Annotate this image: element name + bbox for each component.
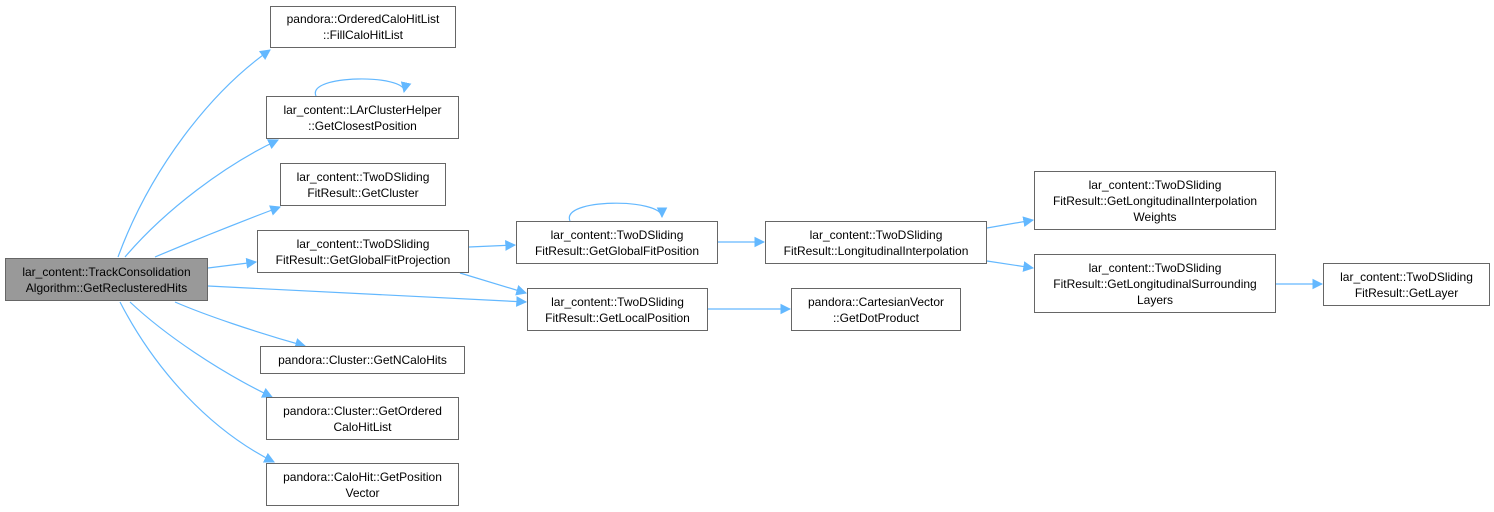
node-n5-line1: lar_content::TwoDSliding <box>550 227 684 242</box>
node-twodsliding-getlayer[interactable]: lar_content::TwoDSliding FitResult::GetL… <box>1323 263 1490 306</box>
node-n6-line2: FitResult::LongitudinalInterpolation <box>783 243 969 258</box>
node-n14-line1: pandora::CaloHit::GetPosition <box>283 469 442 484</box>
node-twodsliding-getlocalposition[interactable]: lar_content::TwoDSliding FitResult::GetL… <box>527 288 708 331</box>
node-twodsliding-getglobalfitprojection[interactable]: lar_content::TwoDSliding FitResult::GetG… <box>257 230 469 273</box>
node-n12-line1: pandora::Cluster::GetNCaloHits <box>278 353 447 367</box>
edge-root-n2 <box>124 139 279 258</box>
node-n10-line2: FitResult::GetLocalPosition <box>545 310 690 325</box>
edge-root-n10 <box>207 285 528 307</box>
edge-n4-n5 <box>468 240 517 251</box>
edge-root-n12 <box>174 301 307 349</box>
node-n5-line2: FitResult::GetGlobalFitPosition <box>534 243 700 258</box>
node-n9-line2: FitResult::GetLayer <box>1354 285 1459 300</box>
node-n8-line1: lar_content::TwoDSliding <box>1088 260 1222 275</box>
node-root: lar_content::TrackConsolidation Algorith… <box>5 258 208 301</box>
node-n4-line1: lar_content::TwoDSliding <box>296 236 430 251</box>
node-twodsliding-getcluster[interactable]: lar_content::TwoDSliding FitResult::GetC… <box>280 163 446 206</box>
node-n3-line1: lar_content::TwoDSliding <box>296 169 430 184</box>
node-root-line2: Algorithm::GetReclusteredHits <box>25 280 188 295</box>
node-twodsliding-getglobalfitposition[interactable]: lar_content::TwoDSliding FitResult::GetG… <box>516 221 718 264</box>
edge-n2-n2 <box>314 78 412 97</box>
node-n2-line2: ::GetClosestPosition <box>308 118 417 133</box>
node-cartesianvector-getdotproduct[interactable]: pandora::CartesianVector ::GetDotProduct <box>791 288 961 331</box>
node-calohit-getpositionvector[interactable]: pandora::CaloHit::GetPosition Vector <box>266 463 459 506</box>
node-cluster-getncalohits[interactable]: pandora::Cluster::GetNCaloHits <box>260 346 465 374</box>
node-n7-line2: FitResult::GetLongitudinalInterpolation <box>1052 193 1258 208</box>
node-n14-line2: Vector <box>345 485 380 500</box>
node-larclusterhelper-getclosestposition[interactable]: lar_content::LArClusterHelper ::GetClose… <box>266 96 459 139</box>
node-n8-line3: Layers <box>1136 292 1174 307</box>
node-n4-line2: FitResult::GetGlobalFitProjection <box>275 252 451 267</box>
node-n1-line2: ::FillCaloHitList <box>322 28 403 42</box>
node-n7-line3: Weights <box>1133 209 1177 224</box>
node-n13-line2: CaloHitList <box>333 419 392 434</box>
edge-n4-n10 <box>459 272 528 296</box>
node-n2-line1: lar_content::LArClusterHelper <box>283 102 442 117</box>
node-twodsliding-getlongitudinalinterpolationweights[interactable]: lar_content::TwoDSliding FitResult::GetL… <box>1034 171 1276 230</box>
node-n3-line2: FitResult::GetCluster <box>307 185 419 200</box>
edge-root-n4 <box>207 257 258 269</box>
edge-n6-n7 <box>986 216 1035 229</box>
edge-n5-n5 <box>568 202 668 222</box>
edge-root-n1 <box>117 49 271 258</box>
node-n13-line1: pandora::Cluster::GetOrdered <box>283 403 442 418</box>
edge-root-n14 <box>119 301 275 463</box>
node-n10-line1: lar_content::TwoDSliding <box>551 294 684 309</box>
node-twodsliding-getlongitudinalsurroundinglayers[interactable]: lar_content::TwoDSliding FitResult::GetL… <box>1034 254 1276 313</box>
node-n9-line1: lar_content::TwoDSliding <box>1340 269 1473 284</box>
node-root-line1: lar_content::TrackConsolidation <box>22 264 191 279</box>
node-n11-line2: ::GetDotProduct <box>832 310 920 325</box>
node-n7-line1: lar_content::TwoDSliding <box>1088 177 1222 192</box>
edge-layer <box>117 49 1324 463</box>
node-ordered-calohitlist-fillcalohitlist[interactable]: pandora::OrderedCaloHitList ::FillCaloHi… <box>270 6 456 48</box>
node-twodsliding-longitudinalinterpolation[interactable]: lar_content::TwoDSliding FitResult::Long… <box>765 221 987 264</box>
edge-root-n13 <box>129 301 273 398</box>
edge-n6-n8 <box>986 260 1035 272</box>
node-n8-line2: FitResult::GetLongitudinalSurrounding <box>1053 276 1257 291</box>
node-n1-line1: pandora::OrderedCaloHitList <box>286 12 440 26</box>
edge-root-n3 <box>154 205 282 258</box>
node-cluster-getorderedcalohitlist[interactable]: pandora::Cluster::GetOrdered CaloHitList <box>266 397 459 440</box>
node-n6-line1: lar_content::TwoDSliding <box>809 227 943 242</box>
node-n11-line1: pandora::CartesianVector <box>807 294 945 309</box>
